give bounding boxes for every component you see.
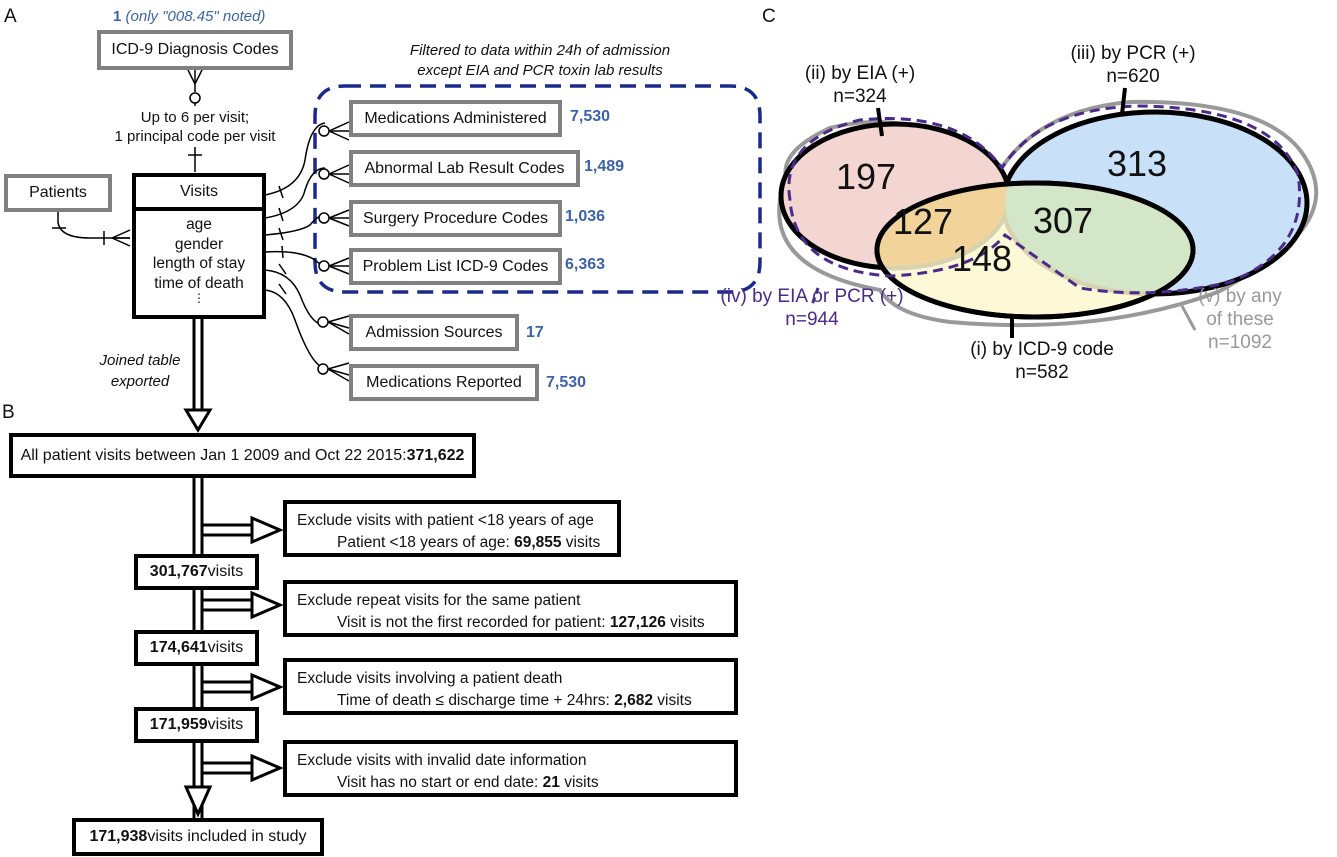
export-arrow bbox=[183, 318, 213, 433]
patients-label: Patients bbox=[29, 184, 87, 201]
table-count: 7,530 bbox=[546, 374, 587, 391]
exclusion-title: Exclude visits with patient <18 years of… bbox=[297, 512, 594, 529]
exclusion-title: Exclude repeat visits for the same patie… bbox=[297, 592, 581, 609]
exclusion-detail: Visit has no start or end date: 21 visit… bbox=[337, 774, 599, 791]
table-box: Admission Sources bbox=[349, 314, 519, 351]
icd9-note: 1 (only "008.45" noted) bbox=[113, 8, 265, 25]
table-count: 1,489 bbox=[584, 158, 625, 175]
visits-fields: age gender length of stay time of death … bbox=[136, 211, 262, 305]
relation-note: Up to 6 per visit; 1 principal code per … bbox=[95, 108, 295, 146]
table-label: Abnormal Lab Result Codes bbox=[364, 159, 565, 177]
crows-feet bbox=[317, 121, 350, 382]
field-time-of-death: time of death bbox=[154, 274, 244, 292]
icd9-visits-connector bbox=[187, 69, 203, 172]
region-icd9-only: 148 bbox=[951, 238, 1013, 279]
export-note-line2: exported bbox=[110, 373, 170, 390]
region-pcr-icd9: 307 bbox=[1032, 200, 1094, 241]
eia-icd9-overlap bbox=[879, 185, 1007, 266]
eia-or-pcr-outline bbox=[787, 104, 1302, 295]
icd9-note-text: (only "008.45" noted) bbox=[125, 8, 266, 25]
field-length-of-stay: length of stay bbox=[152, 255, 246, 272]
field-ellipsis: ⋮ bbox=[193, 291, 205, 305]
patients-visits-connector bbox=[57, 210, 130, 239]
all-visits-count: 371,622 bbox=[406, 446, 465, 464]
panel-label-c: C bbox=[762, 6, 776, 27]
table-label: Medications Reported bbox=[366, 373, 522, 391]
exclusion-title: Exclude visits with invalid date informa… bbox=[297, 752, 587, 769]
region-pcr-only: 313 bbox=[1106, 143, 1168, 184]
field-age: age bbox=[186, 216, 212, 233]
patients-box: Patients bbox=[4, 174, 112, 212]
filter-region-outline bbox=[313, 84, 762, 294]
exclusion-box: Exclude visits with patient <18 years of… bbox=[283, 500, 621, 557]
final-count-box: 171,938 visits included in study bbox=[72, 818, 324, 856]
relation-note-line1: Up to 6 per visit; bbox=[140, 109, 250, 126]
relation-note-line2: 1 principal code per visit bbox=[114, 128, 276, 145]
export-note: Joined table exported bbox=[90, 350, 190, 392]
set-label-eia: (ii) by EIA (+)n=324 bbox=[804, 63, 916, 107]
venn-diagram bbox=[777, 87, 1319, 338]
remaining-count-box: 171,959 visits bbox=[134, 707, 259, 743]
filter-note: Filtered to data within 24h of admission… bbox=[330, 41, 750, 81]
table-box: Medications Reported bbox=[349, 364, 539, 401]
exclusion-detail: Patient <18 years of age: 69,855 visits bbox=[337, 534, 601, 551]
remaining-count-box: 174,641 visits bbox=[134, 630, 259, 666]
table-count: 1,036 bbox=[565, 208, 606, 225]
table-box: Medications Administered bbox=[349, 100, 562, 137]
region-eia-only: 197 bbox=[835, 156, 897, 197]
set-label-pcr: (iii) by PCR (+)n=620 bbox=[1070, 43, 1196, 87]
export-note-line1: Joined table bbox=[99, 352, 181, 369]
pcr-icd9-overlap bbox=[1005, 185, 1191, 292]
visits-header: Visits bbox=[136, 177, 262, 211]
region-eia-icd9: 127 bbox=[892, 201, 954, 242]
table-count: 6,363 bbox=[565, 256, 606, 273]
exclusion-box: Exclude repeat visits for the same patie… bbox=[283, 580, 738, 637]
filter-note-line2: except EIA and PCR toxin lab results bbox=[417, 62, 663, 79]
icd9-box-label: ICD-9 Diagnosis Codes bbox=[111, 41, 279, 58]
remaining-count-box: 301,767 visits bbox=[134, 554, 259, 590]
table-label: Surgery Procedure Codes bbox=[363, 209, 548, 227]
exclusion-detail: Time of death ≤ discharge time + 24hrs: … bbox=[337, 692, 692, 709]
table-box: Surgery Procedure Codes bbox=[349, 200, 562, 237]
table-label: Medications Administered bbox=[364, 109, 547, 127]
table-count: 7,530 bbox=[570, 108, 611, 125]
exclusion-box: Exclude visits with invalid date informa… bbox=[283, 740, 738, 797]
exclusion-detail: Visit is not the first recorded for pati… bbox=[337, 614, 705, 631]
all-visits-box: All patient visits between Jan 1 2009 an… bbox=[9, 433, 476, 478]
panel-label-b: B bbox=[2, 402, 15, 423]
final-count: 171,938 bbox=[89, 828, 148, 845]
exclusion-title: Exclude visits involving a patient death bbox=[297, 670, 563, 687]
table-box: Problem List ICD-9 Codes bbox=[349, 248, 562, 285]
all-visits-text: All patient visits between Jan 1 2009 an… bbox=[20, 446, 407, 464]
table-count: 17 bbox=[526, 324, 544, 341]
icd9-diagnosis-codes-box: ICD-9 Diagnosis Codes bbox=[97, 30, 293, 70]
icd9-note-count: 1 bbox=[113, 8, 122, 25]
filter-note-line1: Filtered to data within 24h of admission bbox=[409, 42, 671, 59]
final-text: visits included in study bbox=[147, 828, 307, 845]
field-gender: gender bbox=[174, 235, 224, 253]
exclusion-box: Exclude visits involving a patient death… bbox=[283, 658, 738, 715]
table-box: Abnormal Lab Result Codes bbox=[349, 150, 580, 187]
panel-label-a: A bbox=[4, 6, 17, 27]
table-label: Problem List ICD-9 Codes bbox=[362, 257, 549, 275]
set-label-eia-or-pcr: (iv) by EIA or PCR (+)n=944 bbox=[720, 286, 904, 330]
table-label: Admission Sources bbox=[365, 323, 503, 341]
visits-table: Visits age gender length of stay time of… bbox=[132, 173, 266, 319]
